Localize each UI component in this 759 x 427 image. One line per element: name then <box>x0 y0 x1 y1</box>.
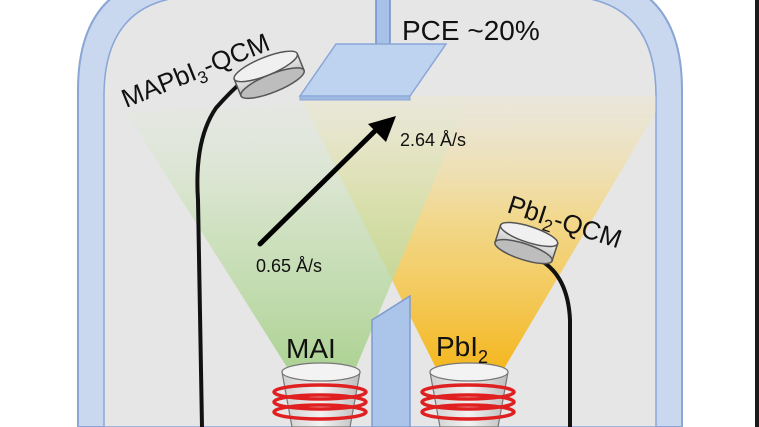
substrate-edge <box>299 95 411 101</box>
pbi2-qcm-sensor <box>494 221 559 265</box>
pbi2-heater-coil <box>420 383 516 421</box>
mapbi3-qcm-sensor <box>233 50 305 100</box>
rate-arrow-head <box>368 116 396 142</box>
mai-heater-coil <box>272 383 368 421</box>
center-divider <box>371 294 411 427</box>
rate-low-label: 0.65 Å/s <box>256 256 322 276</box>
rate-high-label: 2.64 Å/s <box>400 130 466 150</box>
pce-label: PCE ~20% <box>402 15 540 46</box>
pbi2-source-label: PbI2 <box>436 331 488 367</box>
frame-edge <box>755 0 759 427</box>
mai-plume <box>126 96 470 372</box>
mai-source-label: MAI <box>286 333 336 364</box>
mapbi3-qcm-cable <box>195 78 246 427</box>
rate-arrow-shaft <box>257 125 381 247</box>
